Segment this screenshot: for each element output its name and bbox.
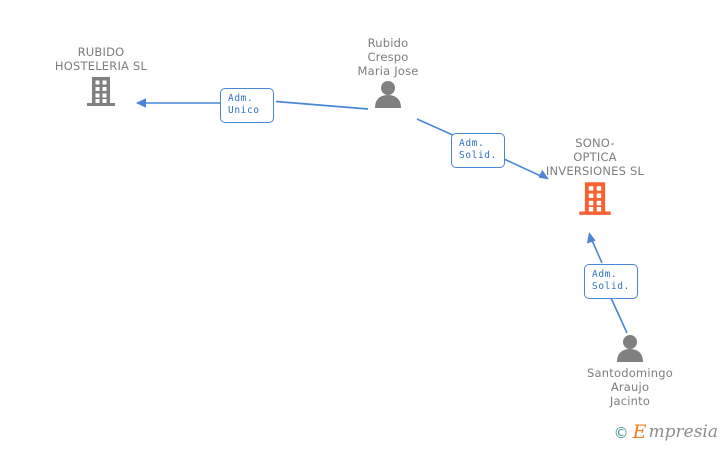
brand-name: mpresia	[648, 422, 719, 442]
node-label: SONO- OPTICA INVERSIONES SL	[545, 136, 645, 178]
node-company-sono-optica-inversiones[interactable]: SONO- OPTICA INVERSIONES SL	[515, 136, 675, 216]
brand-initial: E	[632, 421, 647, 443]
node-label: Santodomingo Araujo Jacinto	[587, 366, 673, 408]
person-icon	[617, 335, 643, 362]
edge-label-adm-unico[interactable]: Adm. Unico	[220, 88, 274, 123]
node-company-rubido-hosteleria[interactable]: RUBIDO HOSTELERIA SL	[21, 45, 181, 107]
building-icon	[579, 182, 611, 215]
node-label: Rubido Crespo Maria Jose	[357, 36, 419, 78]
person-icon	[375, 81, 401, 108]
node-label: RUBIDO HOSTELERIA SL	[54, 45, 148, 73]
copyright-icon: ©	[613, 423, 629, 442]
edge-label-adm-solid-santodomingo[interactable]: Adm. Solid.	[584, 264, 638, 299]
empresia-watermark: © E mpresia	[614, 423, 718, 442]
node-person-santodomingo-araujo-jacinto[interactable]: Santodomingo Araujo Jacinto	[550, 332, 710, 408]
edge-label-adm-solid-sono-optica[interactable]: Adm. Solid.	[451, 133, 505, 168]
building-icon	[87, 77, 115, 106]
node-person-rubido-crespo-maria-jose[interactable]: Rubido Crespo Maria Jose	[308, 36, 468, 108]
